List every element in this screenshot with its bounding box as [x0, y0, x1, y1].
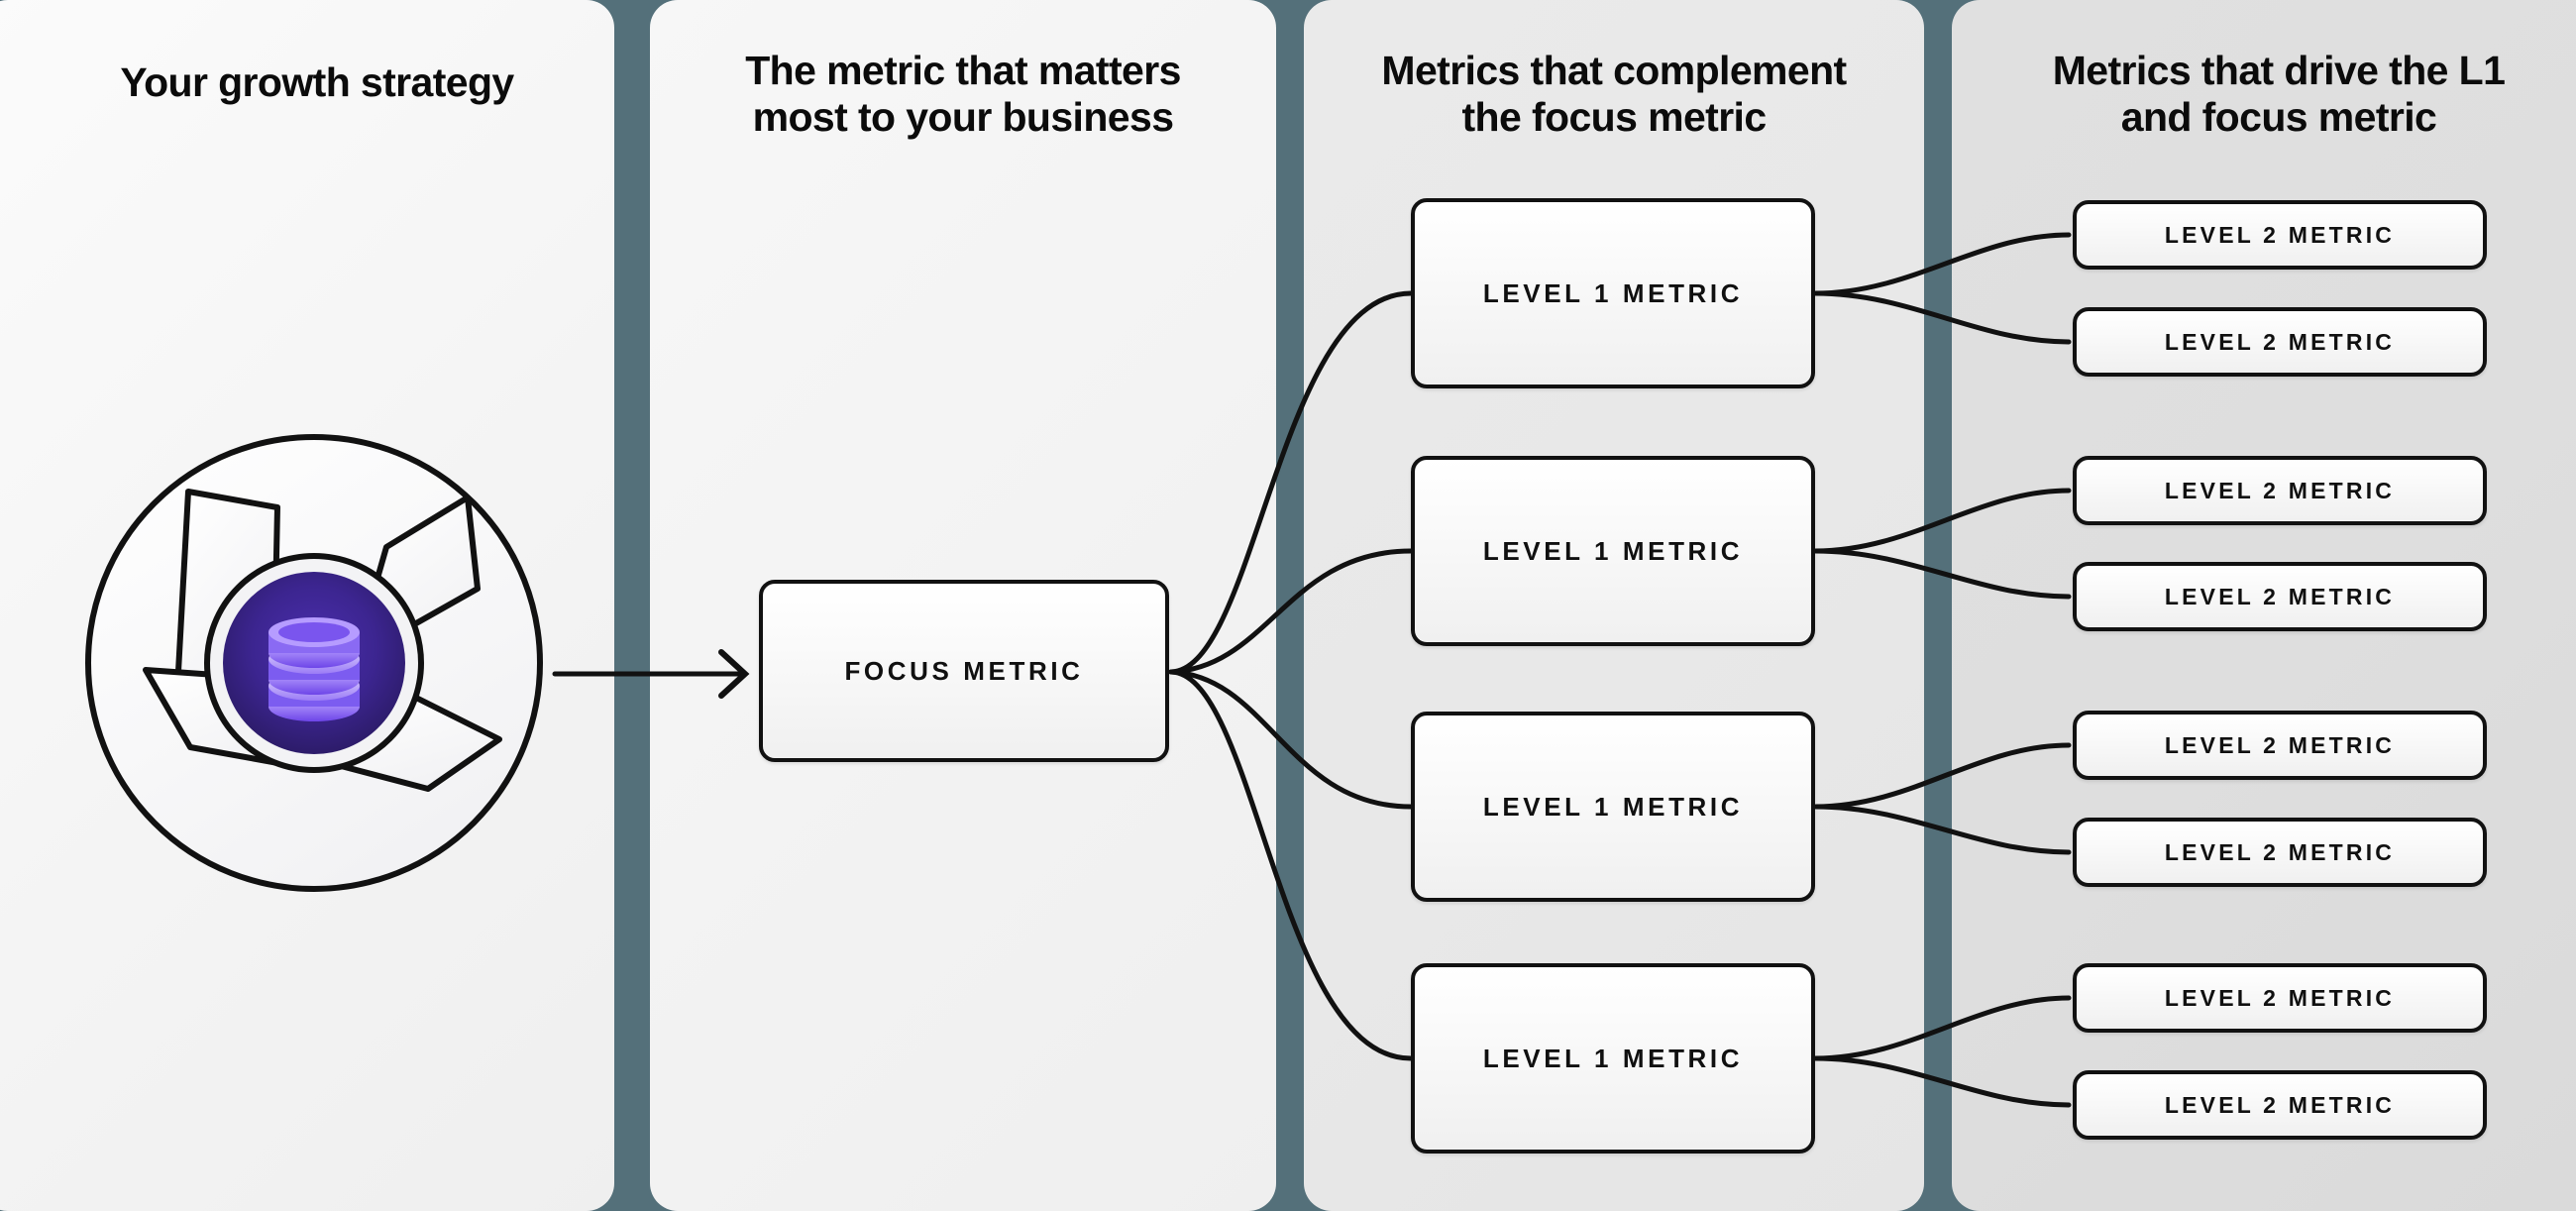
node-level1-metric-4[interactable]: LEVEL 1 METRIC — [1411, 963, 1815, 1154]
column-title-level1-line1: Metrics that complement — [1381, 48, 1847, 93]
database-icon — [268, 617, 360, 721]
column-title-level1: Metrics that complement the focus metric — [1304, 48, 1924, 140]
aperture-database-logo — [85, 434, 543, 892]
node-level2-metric-3[interactable]: LEVEL 2 METRIC — [2073, 456, 2487, 525]
node-level1-metric-2[interactable]: LEVEL 1 METRIC — [1411, 456, 1815, 646]
node-level2-metric-1[interactable]: LEVEL 2 METRIC — [2073, 200, 2487, 270]
node-level2-metric-4[interactable]: LEVEL 2 METRIC — [2073, 562, 2487, 631]
column-title-growth-strategy: Your growth strategy — [120, 59, 514, 105]
column-title-level1-line2: the focus metric — [1461, 93, 1767, 140]
column-title-focus-metric: The metric that matters most to your bus… — [650, 48, 1276, 140]
node-level1-metric-3[interactable]: LEVEL 1 METRIC — [1411, 712, 1815, 902]
node-level2-metric-7[interactable]: LEVEL 2 METRIC — [2073, 963, 2487, 1033]
column-title-focus-metric-line1: The metric that matters — [745, 48, 1181, 93]
column-title-level2: Metrics that drive the L1 and focus metr… — [1952, 48, 2576, 140]
column-title-focus-metric-line2: most to your business — [752, 93, 1174, 140]
node-level1-metric-1[interactable]: LEVEL 1 METRIC — [1411, 198, 1815, 388]
column-title-level2-line2: and focus metric — [2120, 93, 2437, 140]
node-level2-metric-5[interactable]: LEVEL 2 METRIC — [2073, 711, 2487, 780]
node-level2-metric-6[interactable]: LEVEL 2 METRIC — [2073, 818, 2487, 887]
column-title-level2-line1: Metrics that drive the L1 — [2052, 48, 2506, 93]
node-level2-metric-2[interactable]: LEVEL 2 METRIC — [2073, 307, 2487, 377]
node-focus-metric[interactable]: FOCUS METRIC — [759, 580, 1169, 762]
node-level2-metric-8[interactable]: LEVEL 2 METRIC — [2073, 1070, 2487, 1140]
